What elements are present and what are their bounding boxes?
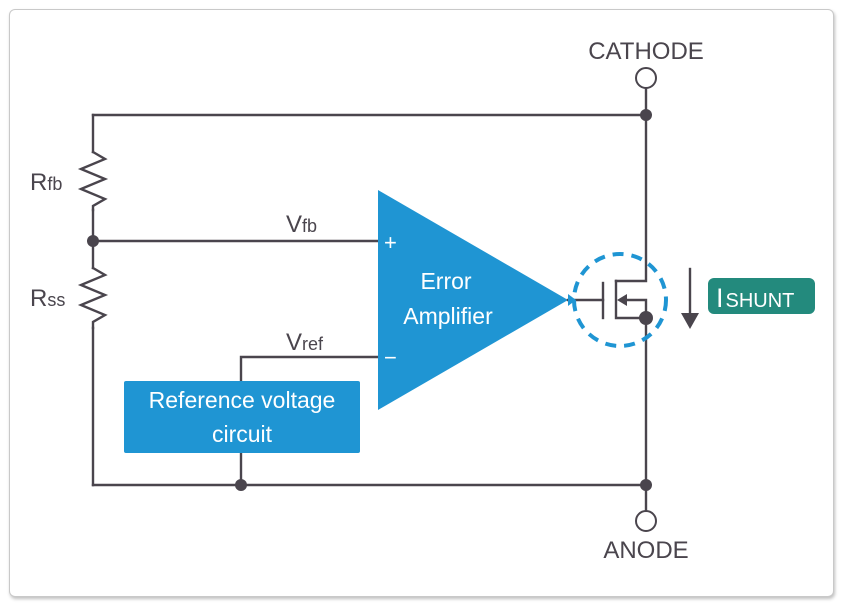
rss-label: Rss [30, 285, 65, 312]
resistor-rss [77, 266, 109, 330]
vfb-label-sub: fb [302, 216, 317, 236]
rss-label-main: R [30, 285, 47, 312]
anode-label: ANODE [603, 537, 688, 564]
reference-voltage-block [124, 381, 360, 453]
cathode-label: CATHODE [588, 38, 704, 65]
mosfet-arrow-icon [617, 294, 627, 306]
error-amplifier [378, 190, 568, 410]
junction-dot [639, 311, 653, 325]
reference-label-line1: Reference voltage [149, 387, 336, 413]
vfb-label: Vfb [286, 211, 317, 238]
reference-label-line2: circuit [212, 421, 273, 447]
junction-dot [87, 235, 99, 247]
junction-dot [640, 109, 652, 121]
rfb-label-sub: fb [47, 174, 62, 194]
rfb-label-main: R [30, 169, 47, 196]
plus-sign: + [384, 230, 397, 255]
vfb-label-main: V [286, 211, 302, 238]
mosfet-channel [614, 279, 648, 320]
amplifier-output-tip [568, 294, 576, 306]
vref-label: Vref [286, 329, 324, 356]
cathode-lead [614, 86, 648, 283]
vref-label-main: V [286, 329, 302, 356]
amplifier-label-line1: Error [420, 268, 471, 294]
ishunt-label-sub: SHUNT [726, 290, 795, 312]
mosfet-symbol [601, 279, 648, 320]
amplifier-label-line2: Amplifier [403, 303, 493, 329]
resistor-rfb [77, 150, 109, 212]
ishunt-label-main: I [716, 283, 724, 313]
cathode-terminal [635, 67, 657, 89]
highlight-ring [572, 252, 668, 348]
vref-wire [239, 355, 380, 383]
junction-dot [640, 479, 652, 491]
anode-terminal [635, 510, 657, 532]
rfb-label: Rfb [30, 169, 62, 196]
vref-label-sub: ref [302, 334, 324, 354]
down-arrow-icon [681, 313, 699, 329]
ishunt-badge [708, 278, 815, 314]
rss-label-sub: ss [47, 290, 65, 310]
minus-sign: − [384, 345, 397, 370]
junction-dot [235, 479, 247, 491]
